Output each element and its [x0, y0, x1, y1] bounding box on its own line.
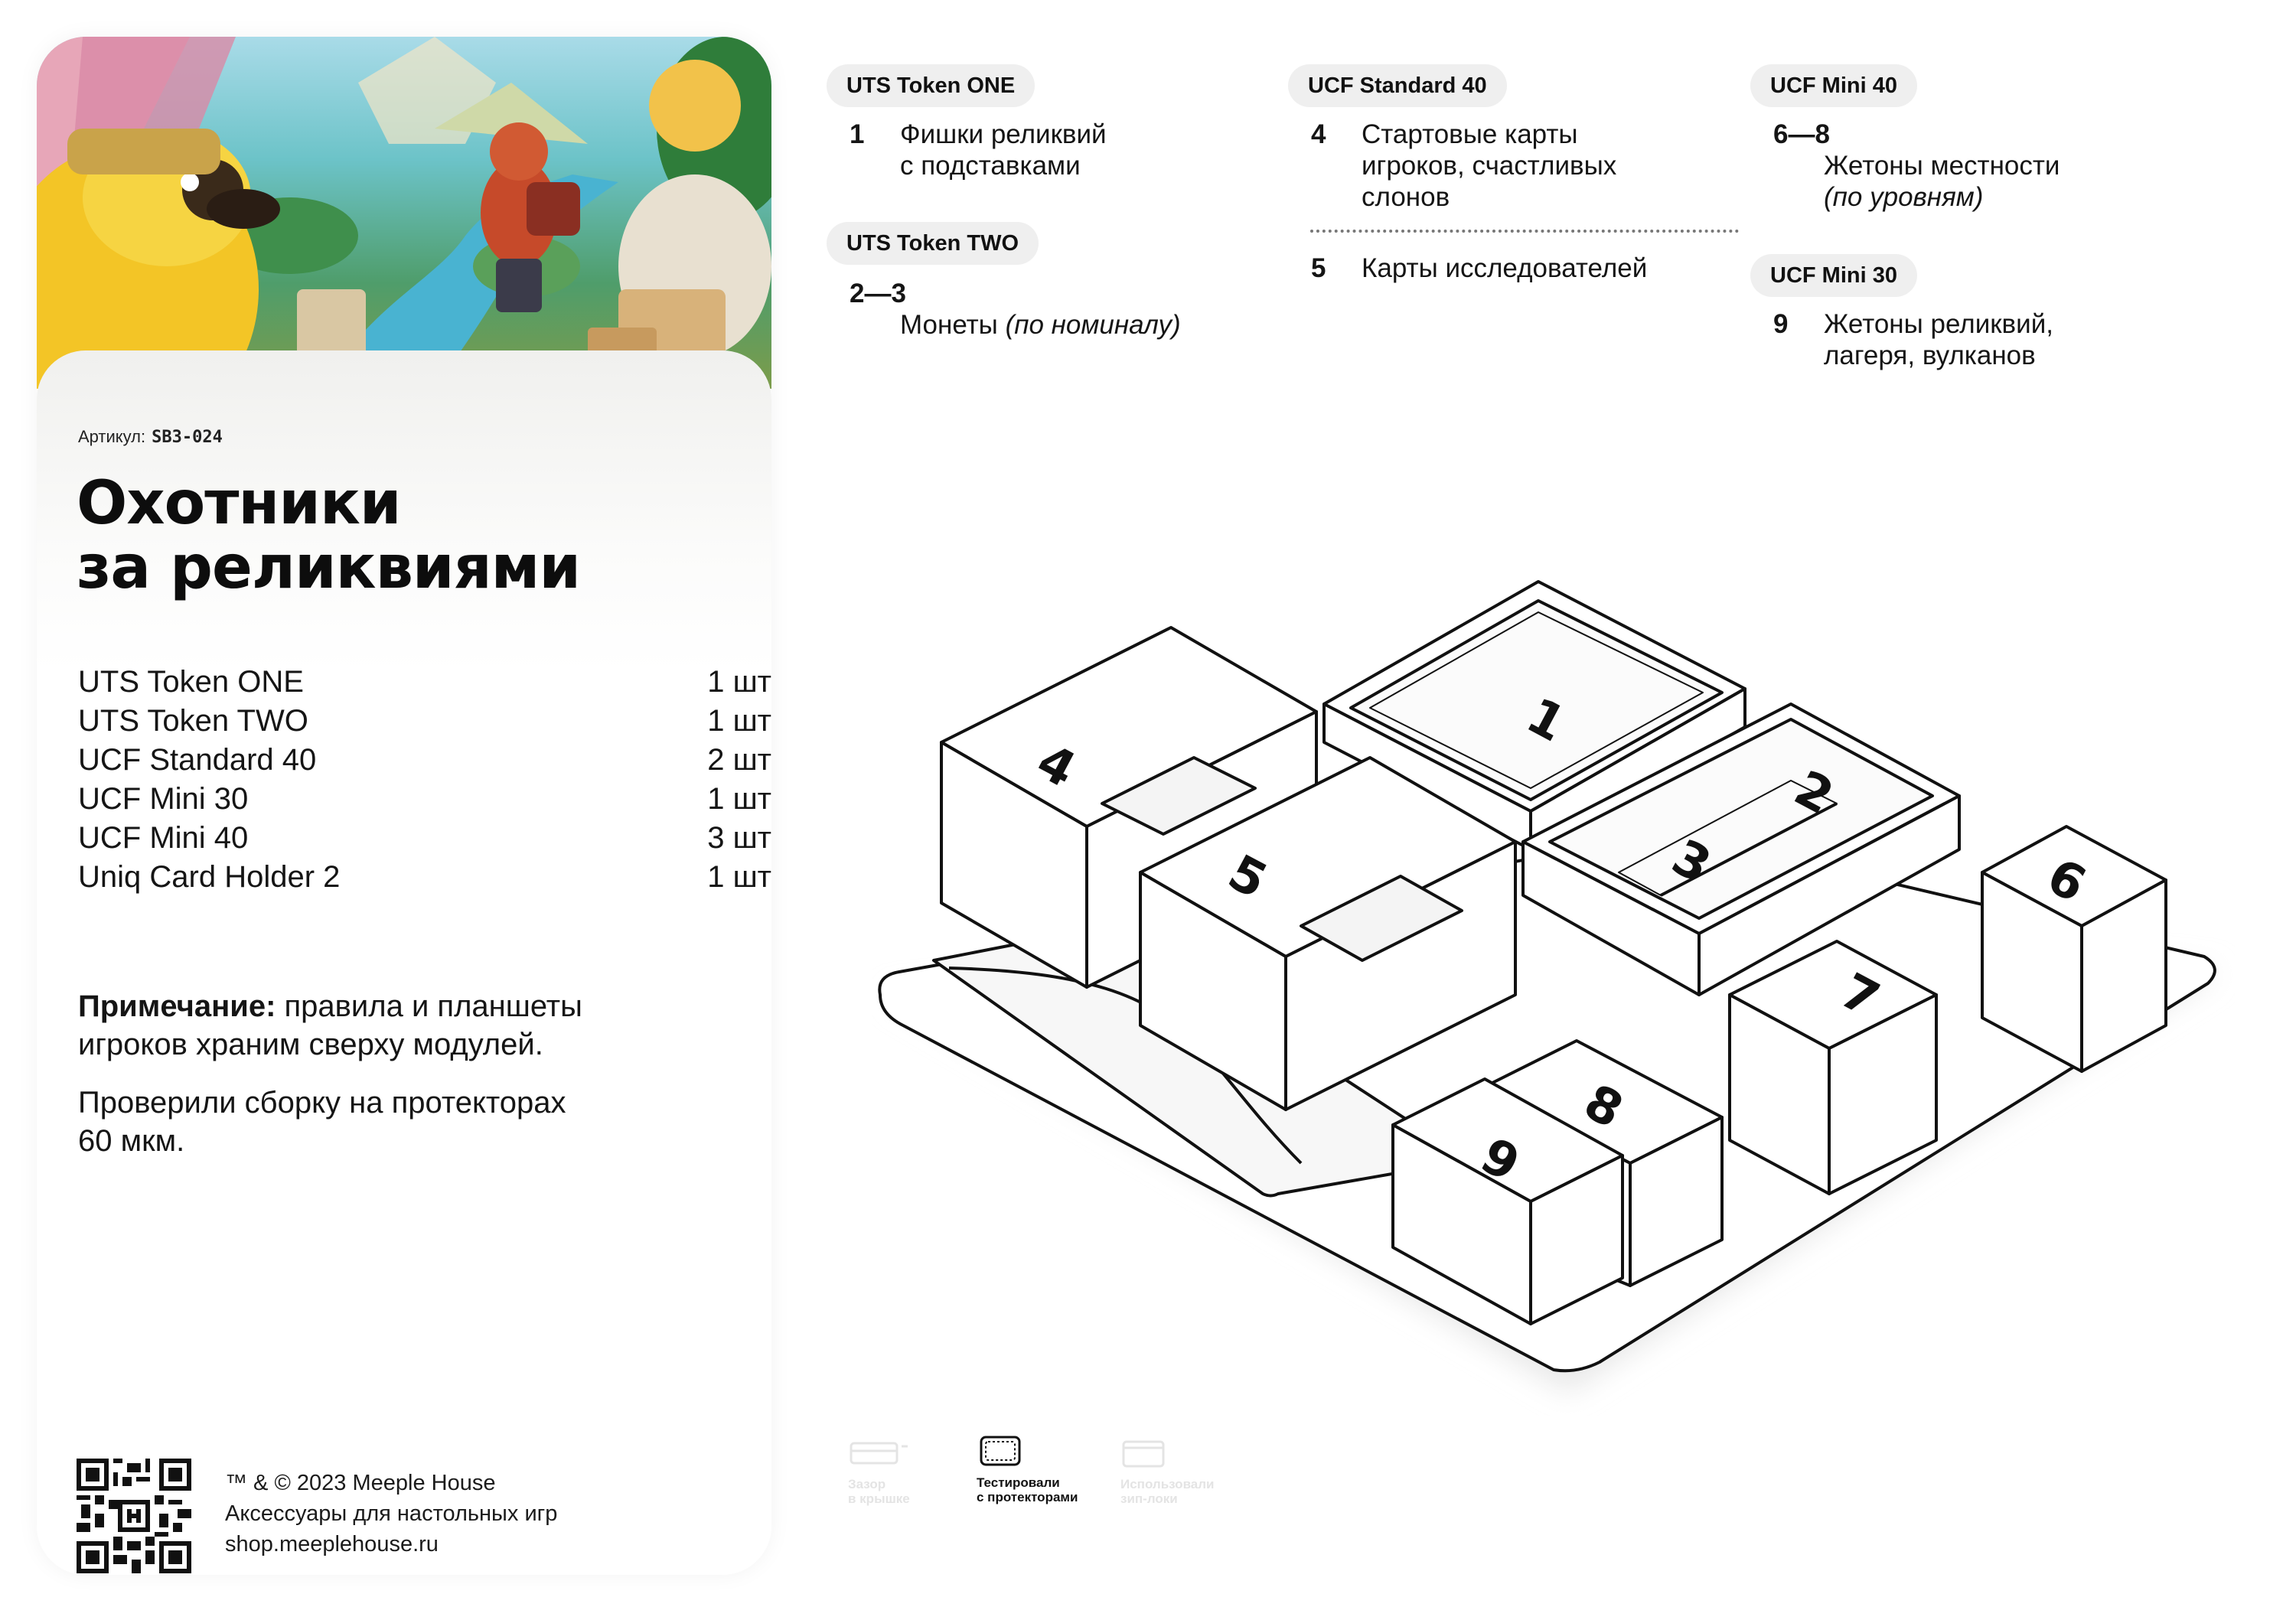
- entry-text-line: Монеты (по номиналу): [900, 309, 1181, 341]
- lid-gap-info: Зазор в крышке: [848, 1439, 917, 1506]
- lid-gap-icon: [850, 1442, 908, 1465]
- protectors-info: Тестировали с протекторами: [977, 1434, 1078, 1504]
- note-text-1: правила и планшеты: [276, 989, 582, 1023]
- parts-row: UCF Mini 30 1 шт: [78, 780, 771, 819]
- footer-copyright: ™ & © 2023 Meeple House: [225, 1471, 496, 1495]
- module-entry-explorer-cards: 5 Карты исследователей: [1311, 253, 1740, 287]
- module-2-3: [1521, 702, 1961, 996]
- entry-number: 2—3: [850, 279, 906, 308]
- product-title-line-2: за реликвиями: [77, 533, 581, 602]
- entry-text-line: Стартовые карты: [1362, 119, 1578, 149]
- module-9: [1391, 1077, 1624, 1325]
- sku: Артикул: SB3-024: [78, 427, 223, 447]
- module-entry-relic-figures: 1 Фишки реликвий с подставками: [850, 119, 1278, 187]
- entry-number: 4: [1311, 119, 1326, 149]
- part-name: UCF Mini 40: [78, 821, 249, 855]
- entry-number: 9: [1773, 309, 1789, 339]
- parts-list: UTS Token ONE 1 шт UTS Token TWO 1 шт UCF …: [78, 663, 771, 897]
- parts-row: UTS Token ONE 1 шт: [78, 663, 771, 702]
- sku-label: Артикул:: [78, 427, 146, 446]
- entry-text-line: слонов: [1362, 182, 1450, 212]
- module-5: [1139, 756, 1517, 1111]
- entry-text-line: Фишки реликвий: [900, 119, 1107, 149]
- module-6: [1981, 825, 2167, 1073]
- module-1: [1322, 580, 1746, 851]
- lid-gap-caption-1: Зазор: [848, 1477, 886, 1491]
- module-7: [1728, 940, 1938, 1195]
- entry-text-line: Карты исследователей: [1362, 253, 1648, 283]
- part-qty: 3 шт: [707, 821, 771, 855]
- ziplock-caption-2: зип-локи: [1120, 1491, 1178, 1506]
- ziplock-info: Использовали зип-локи: [1120, 1439, 1215, 1506]
- note-section: Примечание: правила и планшеты игроков хр…: [78, 987, 736, 1180]
- entry-text-line: лагеря, вулканов: [1824, 341, 2036, 370]
- tested-text-1: Проверили сборку на протекторах: [78, 1086, 566, 1120]
- footer: ™ & © 2023 Meeple House Аксессуары для н…: [225, 1468, 557, 1560]
- parts-row: UCF Mini 40 3 шт: [78, 819, 771, 858]
- product-title-line-1: Охотники: [77, 469, 402, 538]
- entry-text-line: Жетоны местности: [1824, 151, 2060, 181]
- organizer-layout-illustration: 1 2 3 4 5 6 7 8 9: [878, 580, 2219, 1393]
- lid-gap-caption-2: в крышке: [848, 1491, 910, 1506]
- product-card: Артикул: SB3-024 Охотники за реликвиями U…: [37, 37, 771, 1575]
- footer-tagline: Аксессуары для настольных игр: [225, 1501, 558, 1526]
- parts-row: UTS Token TWO 1 шт: [78, 702, 771, 741]
- entry-text-italic: (по уровням): [1824, 182, 1984, 212]
- entry-number: 6—8: [1773, 119, 1830, 149]
- footer-url[interactable]: shop.meeplehouse.ru: [225, 1532, 439, 1556]
- part-qty: 1 шт: [707, 704, 771, 738]
- entry-number: 5: [1311, 253, 1326, 283]
- entry-text-plain: Монеты: [900, 310, 1006, 340]
- module-entry-terrain-tokens: 6—8 Жетоны местности (по уровням): [1773, 119, 2202, 212]
- part-name: UTS Token ONE: [78, 665, 304, 699]
- entry-text-line: с подставками: [900, 151, 1081, 181]
- sku-code: SB3-024: [152, 428, 223, 447]
- module-label-ucf-mini-30: UCF Mini 30: [1750, 254, 1917, 297]
- entry-text-line: Жетоны реликвий,: [1824, 309, 2053, 339]
- parts-row: UCF Standard 40 2 шт: [78, 741, 771, 780]
- entry-text-line: игроков, счастливых: [1362, 151, 1617, 181]
- part-qty: 1 шт: [707, 860, 771, 894]
- tested-text-2: 60 мкм.: [78, 1124, 185, 1158]
- protectors-caption-2: с протекторами: [977, 1490, 1078, 1504]
- ziplock-bag-icon: [1122, 1440, 1165, 1468]
- card-protector-icon: [980, 1436, 1021, 1466]
- note-paragraph: Примечание: правила и планшеты игроков хр…: [78, 987, 736, 1064]
- ziplock-caption-1: Использовали: [1120, 1477, 1215, 1491]
- module-entry-coins: 2—3 Монеты (по номиналу): [850, 278, 1278, 347]
- divider-dotted: [1310, 230, 1739, 233]
- card-body: Артикул: SB3-024 Охотники за реликвиями U…: [37, 350, 771, 1575]
- product-title: Охотники за реликвиями: [77, 471, 750, 600]
- module-label-ucf-mini-40: UCF Mini 40: [1750, 64, 1917, 107]
- module-entry-relic-tokens: 9 Жетоны реликвий, лагеря, вулканов: [1773, 308, 2202, 377]
- entry-text-italic: (по номиналу): [1005, 310, 1181, 340]
- note-text-2: игроков храним сверху модулей.: [78, 1028, 543, 1061]
- cover-artwork: [37, 37, 771, 389]
- entry-text-line: (по уровням): [1824, 181, 1983, 213]
- part-qty: 1 шт: [707, 665, 771, 699]
- module-entry-starting-cards: 4 Стартовые карты игроков, счастливых сл…: [1311, 119, 1740, 218]
- tested-paragraph: Проверили сборку на протекторах 60 мкм.: [78, 1084, 736, 1160]
- part-qty: 1 шт: [707, 782, 771, 816]
- part-name: UCF Standard 40: [78, 743, 317, 777]
- part-name: Uniq Card Holder 2: [78, 860, 341, 894]
- module-label-uts-token-one: UTS Token ONE: [827, 64, 1035, 107]
- module-label-ucf-standard-40: UCF Standard 40: [1288, 64, 1507, 107]
- module-label-uts-token-two: UTS Token TWO: [827, 222, 1039, 265]
- part-name: UTS Token TWO: [78, 704, 308, 738]
- protectors-caption-1: Тестировали: [977, 1475, 1060, 1490]
- part-qty: 2 шт: [707, 743, 771, 777]
- note-label: Примечание:: [78, 989, 276, 1023]
- part-name: UCF Mini 30: [78, 782, 249, 816]
- entry-number: 1: [850, 119, 865, 149]
- parts-row: Uniq Card Holder 2 1 шт: [78, 858, 771, 897]
- cover-artwork-image: [37, 37, 771, 389]
- qr-code-icon[interactable]: [77, 1459, 191, 1573]
